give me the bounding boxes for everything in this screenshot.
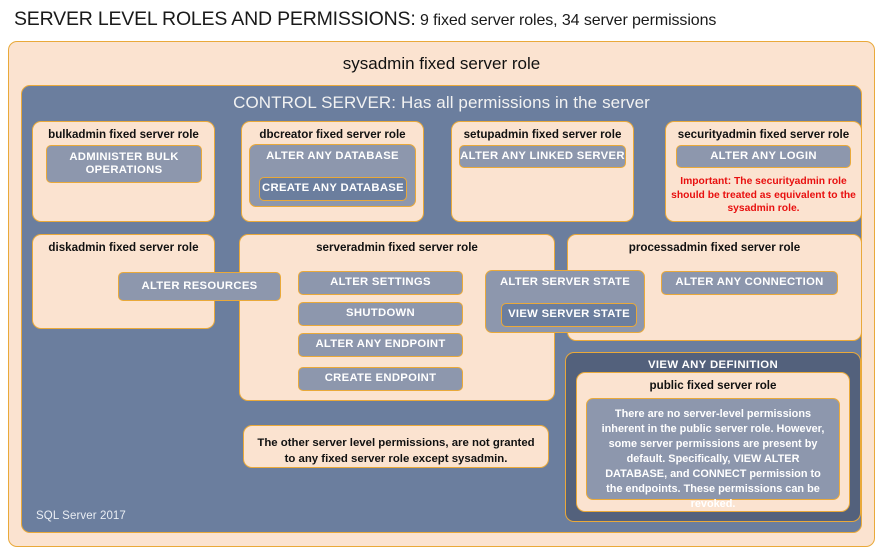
permission-alter-any-endpoint[interactable]: ALTER ANY ENDPOINT [298,333,463,357]
public-role-description-box: There are no server-level permissions in… [586,398,840,510]
sysadmin-role-label: sysadmin fixed server role [342,54,541,73]
page-title: SERVER LEVEL ROLES AND PERMISSIONS: 9 fi… [14,8,874,34]
permission-alter-resources[interactable]: ALTER RESOURCES [118,272,281,301]
note-box-other-permissions: The other server level permissions, are … [243,425,549,468]
permission-create-endpoint[interactable]: CREATE ENDPOINT [298,367,463,391]
permission-view-server-state[interactable]: VIEW SERVER STATE [501,303,637,327]
permission-alter-any-connection[interactable]: ALTER ANY CONNECTION [661,271,838,295]
permission-alter-any-login[interactable]: ALTER ANY LOGIN [676,145,851,168]
permission-alter-server-state: ALTER SERVER STATE [499,276,631,288]
control-server-heading: CONTROL SERVER: Has all permissions in t… [233,93,650,112]
permission-alter-any-database: ALTER ANY DATABASE [266,150,399,162]
role-label-bulkadmin: bulkadmin fixed server role [48,128,199,141]
role-label-serveradmin: serveradmin fixed server role [316,241,478,254]
permission-alter-settings[interactable]: ALTER SETTINGS [298,271,463,295]
page-title-strong: SERVER LEVEL ROLES AND PERMISSIONS: [14,8,416,30]
role-label-public: public fixed server role [649,379,777,392]
public-role-description: There are no server-level permissions in… [601,408,825,511]
product-version-label: SQL Server 2017 [36,510,126,522]
permission-view-any-definition: VIEW ANY DEFINITION [647,359,779,371]
page-title-rest: 9 fixed server roles, 34 server permissi… [420,12,717,29]
permission-alter-any-linked-server[interactable]: ALTER ANY LINKED SERVER [459,145,626,168]
securityadmin-warning-text: Important: The securityadmin role should… [671,176,856,215]
permission-shutdown[interactable]: SHUTDOWN [298,302,463,326]
role-box-setupadmin: setupadmin fixed server role [451,121,634,222]
role-label-diskadmin: diskadmin fixed server role [48,241,199,254]
role-label-dbcreator: dbcreator fixed server role [259,128,406,141]
role-label-setupadmin: setupadmin fixed server role [463,128,622,141]
permission-create-any-database[interactable]: CREATE ANY DATABASE [259,177,407,201]
permission-administer-bulk-operations[interactable]: ADMINISTER BULK OPERATIONS [46,145,202,183]
role-label-securityadmin: securityadmin fixed server role [677,128,850,141]
role-box-securityadmin: securityadmin fixed server role [665,121,862,222]
note-text-other-permissions: The other server level permissions, are … [257,437,535,466]
role-label-processadmin: processadmin fixed server role [628,241,801,254]
